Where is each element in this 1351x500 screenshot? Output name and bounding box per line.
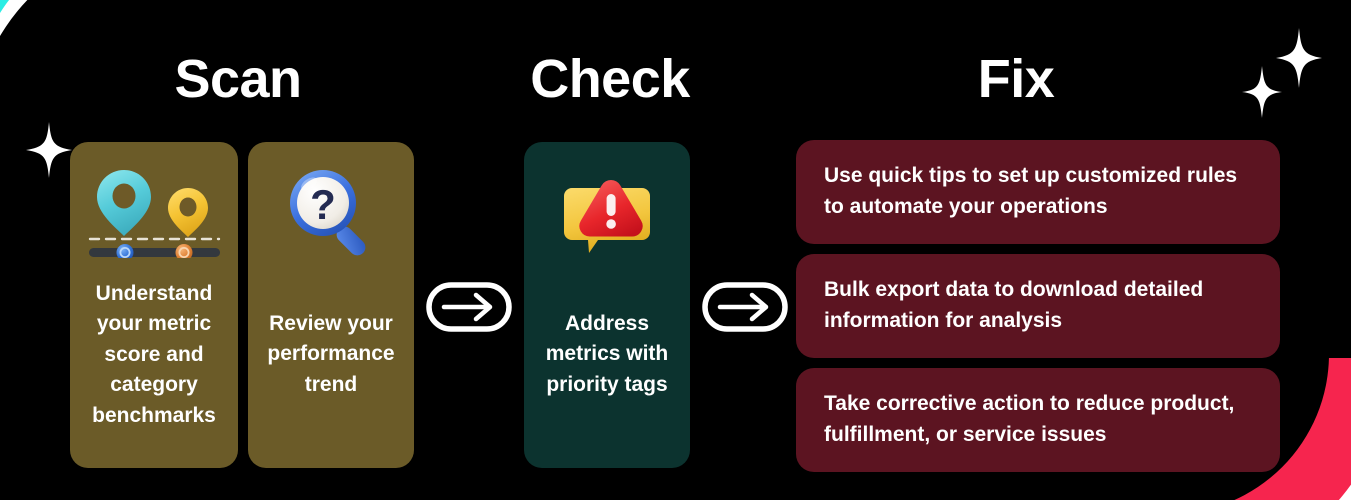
check-card-priority-tags[interactable]: Address metrics with priority tags <box>524 142 690 468</box>
fix-card-corrective-action[interactable]: Take corrective action to reduce product… <box>796 368 1280 472</box>
corner-arc-top-left <box>0 0 182 150</box>
scan-card-benchmarks[interactable]: Understand your metric score and categor… <box>70 142 238 468</box>
fix-card-bulk-export-caption: Bulk export data to download detailed in… <box>824 278 1204 332</box>
fix-card-quick-tips[interactable]: Use quick tips to set up customized rule… <box>796 140 1280 244</box>
fix-card-quick-tips-caption: Use quick tips to set up customized rule… <box>824 164 1238 218</box>
scan-card-benchmarks-caption: Understand your metric score and categor… <box>92 282 216 427</box>
warning-speech-bubble-icon <box>561 172 653 263</box>
magnifying-glass-question-icon: ? <box>285 166 377 263</box>
fix-card-bulk-export[interactable]: Bulk export data to download detailed in… <box>796 254 1280 358</box>
location-pins-slider-icon <box>87 166 222 263</box>
check-card-priority-tags-caption: Address metrics with priority tags <box>545 311 669 396</box>
svg-text:?: ? <box>310 181 336 228</box>
sparkle-top-right-small-icon <box>1242 66 1282 123</box>
arrow-check-to-fix-icon <box>702 282 788 332</box>
fix-card-corrective-action-caption: Take corrective action to reduce product… <box>824 392 1235 446</box>
column-heading-fix: Fix <box>977 49 1055 109</box>
scan-card-performance-trend[interactable]: ? Review your performance trend <box>248 142 414 468</box>
column-heading-scan: Scan <box>174 49 302 109</box>
column-heading-check: Check <box>530 49 690 109</box>
arrow-scan-to-check-icon <box>426 282 512 332</box>
sparkle-top-right-large-icon <box>1276 28 1322 93</box>
scan-card-performance-trend-caption: Review your performance trend <box>267 311 395 396</box>
sparkle-left-icon <box>26 122 72 183</box>
